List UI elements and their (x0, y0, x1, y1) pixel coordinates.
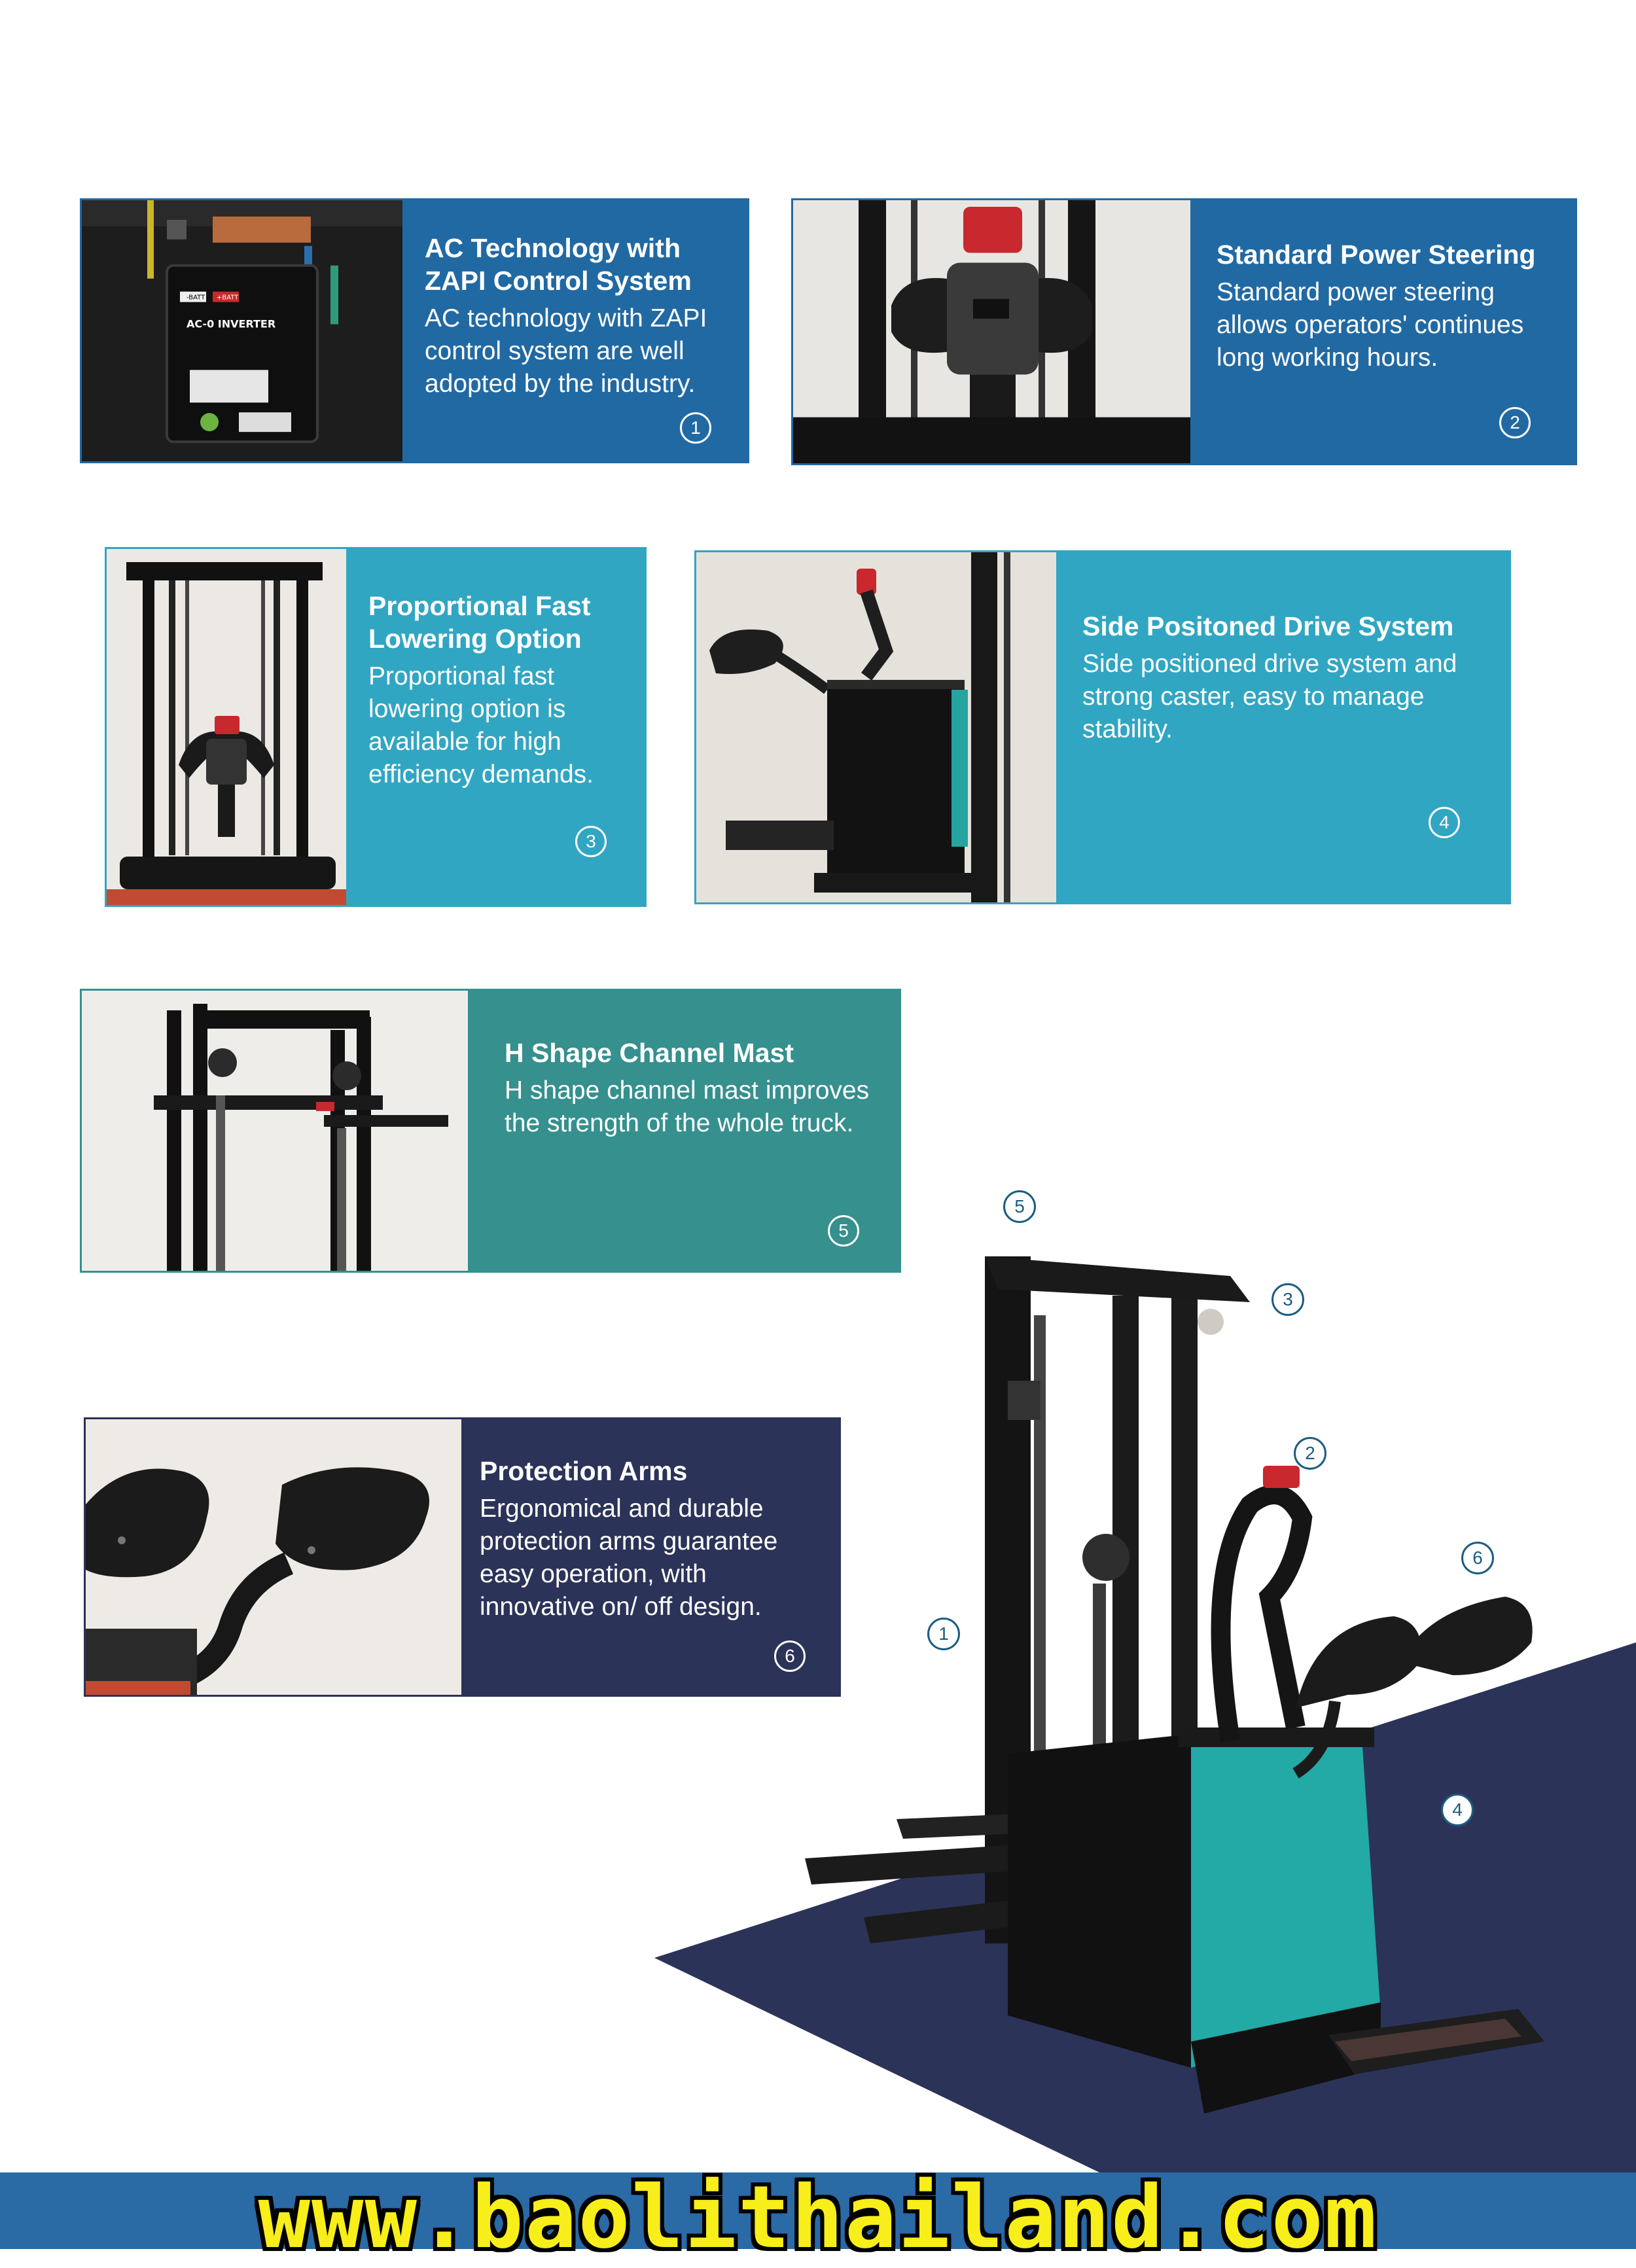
feature-description: AC technology with ZAPI control system a… (425, 304, 707, 398)
feature-text: H Shape Channel Mast H shape channel mas… (468, 991, 899, 1271)
feature-description: Proportional fast lowering option is ava… (368, 662, 594, 788)
feature-text: Protection Arms Ergonomical and durable … (461, 1419, 839, 1695)
feature-title: Protection Arms (480, 1456, 688, 1486)
footer-bar (0, 2172, 1636, 2249)
stacker-illustration (654, 1256, 1636, 2172)
footer-website-link[interactable]: www.baolithailand.com (258, 2167, 1378, 2268)
callout-1: 1 (927, 1618, 960, 1650)
steering-tiller-photo (793, 200, 1190, 463)
feature-number-badge: 5 (828, 1215, 859, 1247)
plus-batt-label: +BATT (217, 294, 239, 302)
feature-description: Standard power steering allows operators… (1217, 278, 1524, 372)
callout-3: 3 (1271, 1283, 1304, 1316)
callout-6: 6 (1461, 1542, 1494, 1574)
feature-text: Standard Power Steering Standard power s… (1190, 200, 1575, 463)
minus-batt-label: -BATT (187, 294, 205, 302)
feature-number-badge: 1 (680, 412, 711, 444)
feature-number-badge: 4 (1429, 807, 1460, 838)
feature-card-fast-lowering: Proportional Fast Lowering Option Propor… (105, 547, 647, 907)
feature-text: Side Positoned Drive System Side positio… (1056, 552, 1509, 902)
feature-card-ac-technology: -BATT +BATT AC-0 INVERTER AC Technology … (80, 198, 749, 463)
feature-title: Standard Power Steering (1217, 239, 1536, 270)
feature-card-power-steering: Standard Power Steering Standard power s… (791, 198, 1577, 465)
feature-title: Side Positoned Drive System (1082, 611, 1454, 641)
feature-card-protection-arms: Protection Arms Ergonomical and durable … (84, 1417, 841, 1697)
feature-text: Proportional Fast Lowering Option Propor… (346, 549, 645, 905)
feature-card-h-mast: H Shape Channel Mast H shape channel mas… (80, 989, 901, 1273)
feature-title: AC Technology with ZAPI Control System (425, 233, 692, 296)
feature-title: Proportional Fast Lowering Option (368, 591, 591, 654)
feature-description: H shape channel mast improves the streng… (505, 1076, 870, 1137)
feature-text: AC Technology with ZAPI Control System A… (402, 200, 747, 461)
feature-number-badge: 6 (774, 1640, 806, 1672)
feature-description: Side positioned drive system and strong … (1082, 650, 1457, 743)
callout-2: 2 (1294, 1437, 1326, 1470)
feature-number-badge: 2 (1499, 407, 1531, 438)
feature-description: Ergonomical and durable protection arms … (480, 1495, 778, 1621)
callout-4: 4 (1441, 1794, 1474, 1826)
lowering-mast-photo (107, 549, 346, 905)
zapi-controller-photo: -BATT +BATT AC-0 INVERTER (82, 200, 402, 461)
callout-5: 5 (1003, 1190, 1036, 1223)
inverter-label: AC-0 INVERTER (187, 318, 276, 330)
feature-title: H Shape Channel Mast (505, 1038, 794, 1068)
h-mast-photo (82, 991, 468, 1271)
side-drive-photo (696, 552, 1056, 902)
feature-number-badge: 3 (575, 826, 607, 857)
feature-card-side-drive: Side Positoned Drive System Side positio… (694, 550, 1511, 904)
protection-arms-photo (86, 1419, 461, 1695)
